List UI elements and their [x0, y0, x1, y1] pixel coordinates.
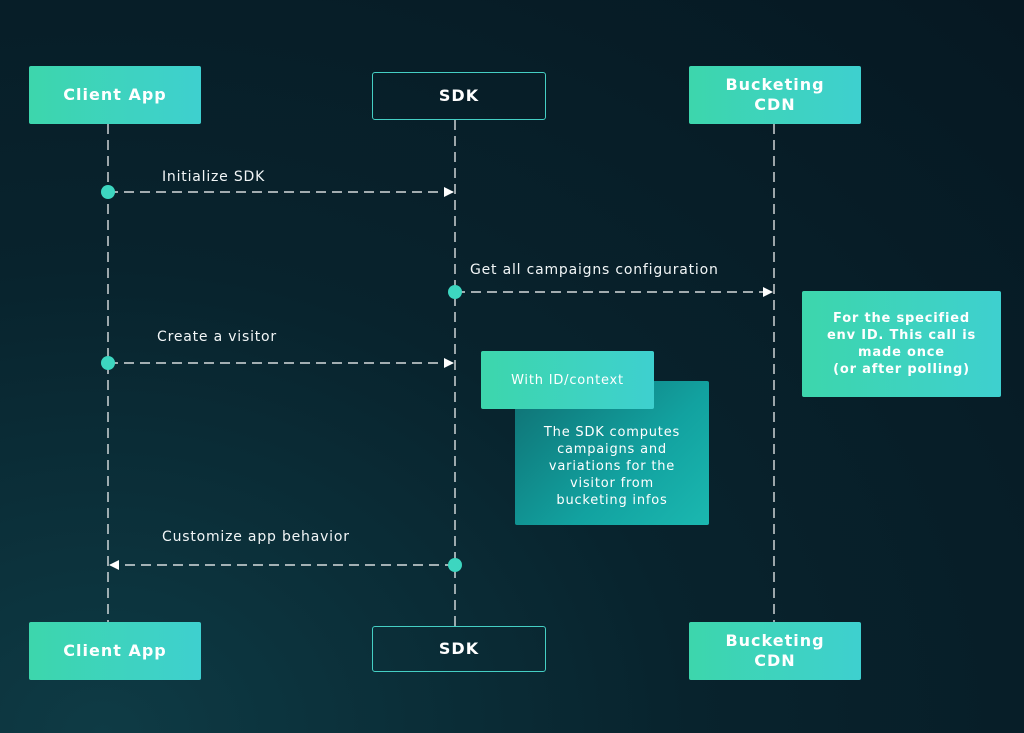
note-line: env ID. This call is: [826, 328, 977, 343]
note-line: bucketing infos: [556, 492, 668, 508]
note-line: visitor from: [569, 475, 655, 491]
participant-sdk-bottom: SDK: [372, 626, 546, 672]
arrow-origin-dot: [101, 356, 115, 370]
message-initialize-sdk: Initialize SDK: [162, 169, 266, 185]
arrow-origin-dot: [448, 558, 462, 572]
participant-bucketing-cdn-bottom: Bucketing CDN: [689, 622, 861, 680]
note-line: campaigns and: [557, 441, 667, 457]
participant-label-line1: Bucketing: [725, 75, 825, 94]
participant-label-line2: CDN: [754, 95, 796, 114]
note-line: The SDK computes: [543, 424, 681, 440]
note-line: For the specified: [833, 311, 970, 326]
participant-label-line1: Bucketing: [725, 631, 825, 650]
message-customize-app: Customize app behavior: [162, 529, 350, 545]
note-cdn-call: For the specified env ID. This call is m…: [802, 291, 1001, 397]
participant-bucketing-cdn-top: Bucketing CDN: [689, 66, 861, 124]
participant-client-app-bottom: Client App: [29, 622, 201, 680]
participant-label-line2: CDN: [754, 651, 796, 670]
note-line: variations for the: [548, 458, 676, 474]
arrow-origin-dot: [101, 185, 115, 199]
note-line: (or after polling): [833, 362, 970, 377]
arrow-origin-dot: [448, 285, 462, 299]
message-create-visitor: Create a visitor: [157, 329, 277, 345]
participant-sdk-top: SDK: [372, 72, 546, 120]
participant-label: Client App: [63, 85, 167, 104]
participant-client-app-top: Client App: [29, 66, 201, 124]
participant-label: SDK: [438, 639, 480, 658]
note-line: made once: [858, 345, 945, 360]
participant-label: SDK: [438, 86, 480, 105]
note-with-id-context: With ID/context: [481, 351, 654, 409]
note-sdk-computes: The SDK computes campaigns and variation…: [515, 381, 709, 525]
message-get-config: Get all campaigns configuration: [470, 262, 719, 278]
participant-label: Client App: [63, 641, 167, 660]
